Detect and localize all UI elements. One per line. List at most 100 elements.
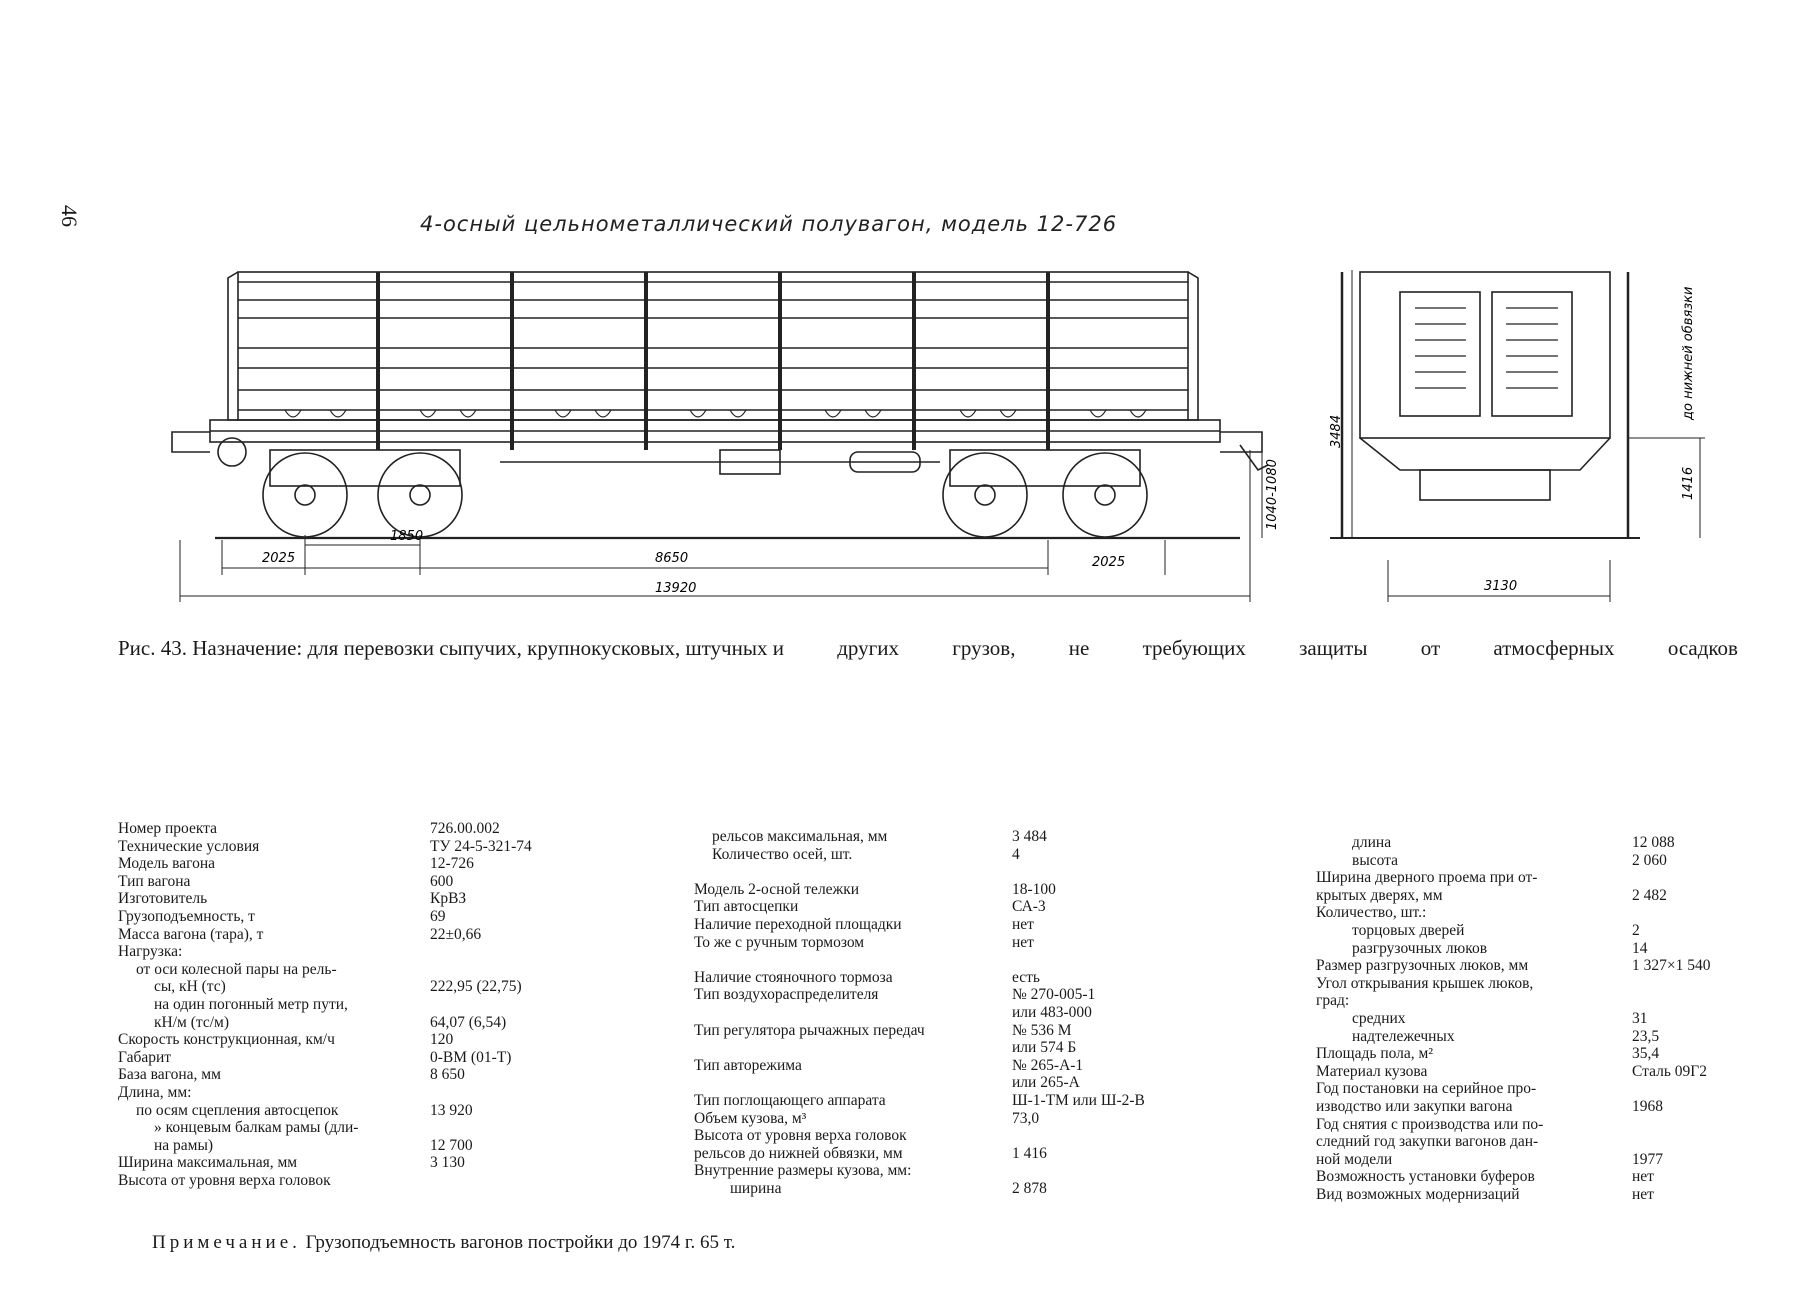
spec-value: 12 700 (430, 1136, 473, 1154)
note-text: Грузоподъемность вагонов постройки до 19… (305, 1232, 736, 1253)
spec-value: 0-ВМ (01-Т) (430, 1048, 512, 1066)
spec-label: на один погонный метр пути, (154, 995, 348, 1013)
dim-13920: 13920 (655, 581, 696, 596)
spec-label: ширина (730, 1179, 782, 1197)
spec-value: есть (1012, 968, 1040, 986)
spec-value: 35,4 (1632, 1045, 1660, 1063)
spec-label: Наличие переходной площадки (694, 915, 902, 933)
spec-label: от оси колесной пары на рель- (136, 960, 337, 978)
spec-label: Вид возможных модернизаций (1316, 1185, 1520, 1203)
spec-value: 222,95 (22,75) (430, 978, 522, 996)
spec-row: Год постановки на серийное про- (1316, 1080, 1746, 1098)
spec-label: следний год закупки вагонов дан- (1316, 1133, 1539, 1151)
spec-value: 1968 (1632, 1097, 1663, 1115)
spec-label: изводство или закупки вагона (1316, 1097, 1513, 1115)
spec-label: рельсов до нижней обвязки, мм (694, 1144, 903, 1162)
spec-label: Масса вагона (тара), т (118, 925, 264, 943)
spec-row: ширина 2 878 (694, 1180, 1214, 1198)
spec-value: № 270-005-1 (1012, 986, 1096, 1004)
spec-label: на рамы) (154, 1136, 214, 1154)
spec-value: № 265-А-1 (1012, 1056, 1084, 1074)
end-view (1330, 270, 1705, 602)
spec-label: высота (1352, 851, 1399, 869)
spec-value: 14 (1632, 939, 1648, 957)
spec-value: нет (1632, 1168, 1654, 1186)
spec-label: Размер разгрузочных люков, мм (1316, 957, 1529, 975)
spec-label: Объем кузова, м³ (694, 1109, 807, 1127)
spec-value: 12 088 (1632, 834, 1675, 851)
spec-row: торцовых дверей 2 (1316, 922, 1746, 940)
spec-row: разгрузочных люков 14 (1316, 940, 1746, 958)
spec-row: Угол открывания крышек люков, (1316, 975, 1746, 993)
spec-label: Технические условия (118, 837, 260, 855)
spec-label: Год постановки на серийное про- (1316, 1080, 1537, 1098)
spec-label: Длина, мм: (118, 1083, 192, 1101)
spec-row: следний год закупки вагонов дан- (1316, 1133, 1746, 1151)
spec-row: Высота от уровня верха головок (118, 1172, 578, 1190)
spec-row: » концевым балкам рамы (дли- (118, 1119, 578, 1137)
spec-row: Наличие переходной площадки нет (694, 916, 1214, 934)
spec-value: 23,5 (1632, 1027, 1660, 1045)
spec-value: 13 920 (430, 1101, 473, 1119)
spec-label: разгрузочных люков (1352, 939, 1488, 957)
spec-row (694, 951, 1214, 969)
note-heading: Примечание. (152, 1232, 301, 1253)
spec-label: Год снятия с производства или по- (1316, 1115, 1544, 1133)
spec-label: Скорость конструкционная, км/ч (118, 1031, 335, 1049)
spec-value: 2 878 (1012, 1179, 1047, 1197)
spec-value: 1 416 (1012, 1144, 1047, 1162)
spec-label: Модель 2-осной тележки (694, 880, 860, 898)
spec-value: 2 (1632, 921, 1640, 939)
spec-row: Внутренние размеры кузова, мм: (694, 1162, 1214, 1180)
spec-label: Угол открывания крышек люков, (1316, 974, 1534, 992)
spec-label: торцовых дверей (1352, 921, 1465, 939)
spec-row: изводство или закупки вагона 1968 (1316, 1098, 1746, 1116)
wagon-drawing: 2025 1850 8650 2025 13920 1040-1080 3484… (171, 270, 1705, 602)
spec-value: Сталь 09Г2 (1632, 1062, 1708, 1080)
spec-label: град: (1316, 992, 1350, 1010)
spec-label: по осям сцепления автосцепок (136, 1101, 339, 1119)
spec-label: средних (1352, 1009, 1406, 1027)
spec-value: 2 060 (1632, 851, 1667, 869)
spec-row: на рамы) 12 700 (118, 1137, 578, 1155)
spec-label: Грузоподъемность, т (118, 907, 255, 925)
spec-row: кН/м (тс/м)64,07 (6,54) (118, 1014, 578, 1032)
caption-part: грузов, (952, 636, 1016, 660)
spec-label: Количество осей, шт. (712, 845, 853, 863)
figure-title: 4-осный цельнометаллический полувагон, м… (420, 212, 1118, 236)
spec-label: Тип регулятора рычажных передач (694, 1021, 925, 1039)
spec-value: ТУ 24-5-321-74 (430, 837, 532, 855)
side-dimension-label: до нижней обвязки (1681, 287, 1696, 421)
caption-part: осадков (1667, 636, 1738, 660)
spec-row: Год снятия с производства или по- (1316, 1116, 1746, 1134)
spec-label: Тип автосцепки (694, 898, 799, 916)
spec-label: Тип поглощающего аппарата (694, 1091, 886, 1109)
spec-label: рельсов максимальная, мм (712, 828, 888, 845)
spec-label: Ширина максимальная, мм (118, 1154, 298, 1172)
spec-label: Модель вагона (118, 855, 216, 873)
spec-value: или 574 Б (1012, 1039, 1077, 1057)
spec-row: по осям сцепления автосцепок 13 920 (118, 1102, 578, 1120)
caption-part: защиты (1299, 636, 1368, 660)
spec-value: 726.00.002 (430, 820, 500, 837)
spec-value: нет (1012, 915, 1034, 933)
spec-value: 4 (1012, 845, 1020, 863)
spec-label: ной модели (1316, 1150, 1393, 1168)
spec-value: 64,07 (6,54) (430, 1013, 507, 1031)
